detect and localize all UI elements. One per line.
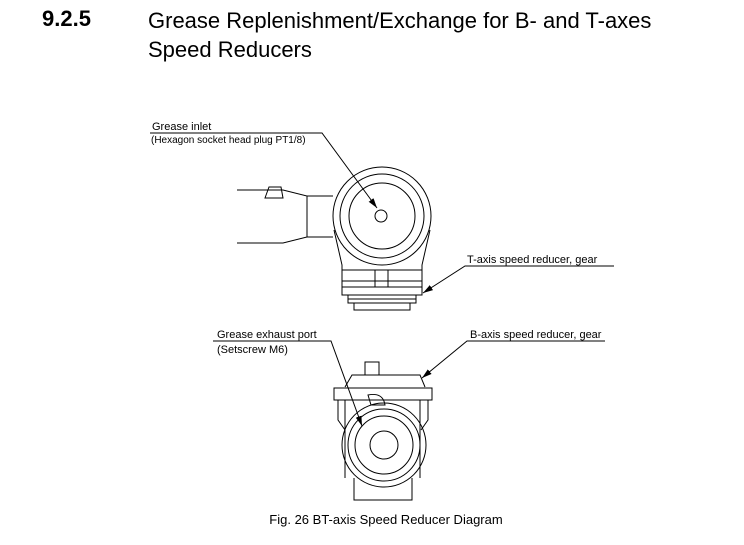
section-number: 9.2.5	[42, 6, 91, 31]
title-line-1: Grease Replenishment/Exchange for B- and…	[148, 8, 652, 33]
grease-inlet-sublabel: (Hexagon socket head plug PT1/8)	[151, 135, 306, 146]
upper-t-axis-drawing	[150, 132, 614, 311]
lower-b-axis-drawing	[213, 340, 605, 501]
figure-caption: Fig. 26 BT-axis Speed Reducer Diagram	[269, 512, 503, 527]
title-line-2: Speed Reducers	[148, 37, 312, 62]
grease-exhaust-sublabel: (Setscrew M6)	[217, 344, 288, 356]
grease-inlet-label: Grease inlet	[152, 121, 212, 133]
section-title: Grease Replenishment/Exchange for B- and…	[148, 6, 651, 64]
t-axis-label: T-axis speed reducer, gear	[467, 254, 598, 266]
grease-exhaust-label: Grease exhaust port	[217, 329, 317, 341]
b-axis-label: B-axis speed reducer, gear	[470, 329, 602, 341]
